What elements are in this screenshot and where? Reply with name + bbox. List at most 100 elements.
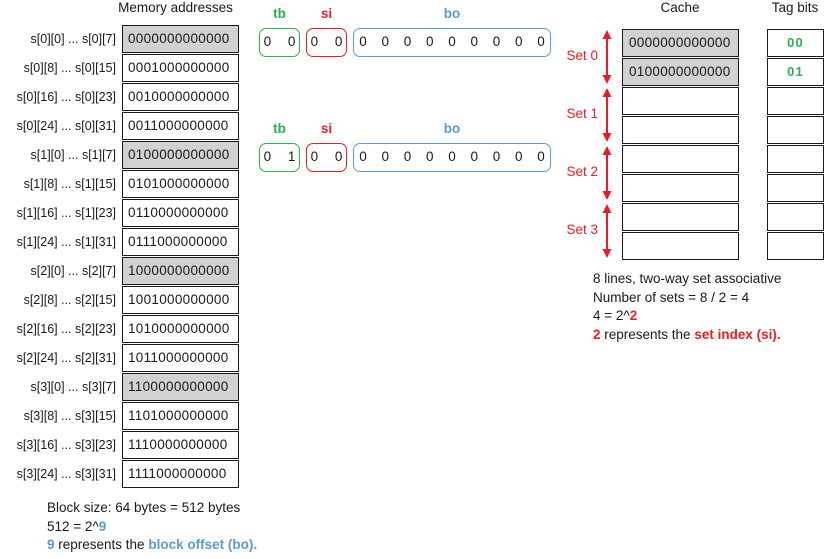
memory-row-label: s[2][8] ... s[2][15] <box>23 293 116 307</box>
memory-table-row: s[0][0] ... s[0][7] 0000000000000 <box>6 25 239 54</box>
memory-addresses-title: Memory addresses <box>118 0 233 15</box>
block-offset-field-label: bo <box>443 121 461 136</box>
note-line: 4 = 2^2 <box>593 307 781 326</box>
double-arrow-icon <box>602 146 612 200</box>
memory-table-row: s[3][0] ... s[3][7]1100000000000 <box>6 373 239 402</box>
note-line: 512 = 2^9 <box>47 518 257 537</box>
set-index-field-label: si <box>320 6 333 21</box>
note-highlight: 2 <box>593 326 601 342</box>
memory-row-label: s[3][8] ... s[3][15] <box>23 409 116 423</box>
memory-address-cell: 1111000000000 <box>122 460 239 488</box>
memory-address-cell: 1010000000000 <box>122 315 239 343</box>
double-arrow-icon <box>602 88 612 142</box>
set-range-arrow <box>601 88 613 142</box>
memory-table-row: s[1][16] ... s[1][23] 0110000000000 <box>6 199 239 228</box>
cache-title: Cache <box>660 0 700 15</box>
tag-bits-cell: 00 <box>767 29 824 57</box>
memory-table-row: s[2][0] ... s[2][7] 1000000000000 <box>6 257 239 286</box>
cache-line-cell <box>622 174 739 202</box>
cache-line-cell: 0000000000000 <box>622 29 739 57</box>
memory-table-row: s[2][24] ... s[2][31] 1011000000000 <box>6 344 239 373</box>
memory-table-row: s[1][8] ... s[1][15]0101000000000 <box>6 170 239 199</box>
tag-bits-cell <box>767 203 824 231</box>
note-highlight: 9 <box>47 537 55 552</box>
set-label: Set 2 <box>566 164 598 179</box>
memory-address-cell: 0001000000000 <box>122 54 239 82</box>
memory-address-cell: 0100000000000 <box>122 141 239 169</box>
double-arrow-icon <box>602 30 612 84</box>
tag-bits-cell <box>767 87 824 115</box>
memory-row-label: s[2][24] ... s[2][31] <box>16 351 116 365</box>
memory-table-row: s[0][8] ... s[0][15]0001000000000 <box>6 54 239 83</box>
note-line: 2 represents the set index (si). <box>593 326 781 345</box>
tag-bits-cell <box>767 116 824 144</box>
memory-address-cell: 0010000000000 <box>122 83 239 111</box>
tag-bits-cell <box>767 174 824 202</box>
set-index-field-label: si <box>320 121 333 136</box>
note-line: 8 lines, two-way set associative <box>593 271 782 286</box>
cache-line-cell <box>622 203 739 231</box>
memory-row-label: s[0][16] ... s[0][23] <box>16 90 116 104</box>
set-associativity-notes: 8 lines, two-way set associative Number … <box>593 270 781 344</box>
note-text: represents the <box>54 537 149 552</box>
memory-row-label: s[1][24] ... s[1][31] <box>16 235 116 249</box>
memory-table-row: s[2][16] ... s[2][23] 1010000000000 <box>6 315 239 344</box>
set-label: Set 3 <box>566 222 598 237</box>
memory-address-cell: 0000000000000 <box>122 25 239 53</box>
memory-table-row: s[1][0] ... s[1][7] 0100000000000 <box>6 141 239 170</box>
memory-address-cell: 0111000000000 <box>122 228 239 256</box>
memory-address-cell: 1011000000000 <box>122 344 239 372</box>
memory-address-cell: 0110000000000 <box>122 199 239 227</box>
memory-row-label: s[1][0] ... s[1][7] <box>30 148 116 162</box>
tag-bits-cell <box>767 232 824 260</box>
note-text: 512 = 2^ <box>47 518 99 534</box>
double-arrow-icon <box>602 204 612 258</box>
block-offset-field-label: bo <box>443 6 461 21</box>
memory-table-row: s[2][8] ... s[2][15] 1001000000000 <box>6 286 239 315</box>
block-offset-field-box: 0 0 0 0 0 0 0 0 0 <box>353 28 551 57</box>
block-offset-field-box: 0 0 0 0 0 0 0 0 0 <box>353 143 551 172</box>
set-label: Set 1 <box>566 106 598 121</box>
block-offset-notes: Block size: 64 bytes = 512 bytes 512 = 2… <box>47 499 257 555</box>
cache-line-cell <box>622 116 739 144</box>
memory-row-label: s[1][16] ... s[1][23] <box>16 206 116 220</box>
set-label: Set 0 <box>566 48 598 63</box>
cache-line-cell <box>622 145 739 173</box>
note-highlight: block offset (bo). <box>148 537 258 552</box>
note-line: Block size: 64 bytes = 512 bytes <box>47 500 241 515</box>
cache-line-cell: 0100000000000 <box>622 58 739 86</box>
note-highlight: 9 <box>98 518 107 534</box>
tag-bits-cell <box>767 145 824 173</box>
memory-table-row: s[3][8] ... s[3][15] 1101000000000 <box>6 402 239 431</box>
memory-table-row: s[1][24] ... s[1][31] 0111000000000 <box>6 228 239 257</box>
set-range-arrow <box>601 204 613 258</box>
tag-bits-field-label: tb <box>273 121 286 136</box>
memory-address-cell: 1101000000000 <box>122 402 239 430</box>
memory-address-cell: 1110000000000 <box>122 431 239 459</box>
memory-row-label: s[0][0] ... s[0][7] <box>30 32 116 46</box>
memory-row-label: s[0][24] ... s[0][31] <box>16 119 116 133</box>
memory-address-cell: 1000000000000 <box>122 257 239 285</box>
memory-address-cell: 1100000000000 <box>122 373 239 401</box>
set-index-field-box: 0 0 <box>306 28 347 57</box>
memory-table-row: s[0][16] ... s[0][23] 0010000000000 <box>6 83 239 112</box>
set-range-arrow <box>601 146 613 200</box>
tag-bits-field-box: 0 0 <box>259 28 300 57</box>
set-index-field-box: 0 0 <box>306 143 347 172</box>
memory-address-cell: 0011000000000 <box>122 112 239 140</box>
tag-bits-title: Tag bits <box>771 0 819 15</box>
memory-table-row: s[0][24] ... s[0][31] 0011000000000 <box>6 112 239 141</box>
cache-line-cell <box>622 232 739 260</box>
memory-row-label: s[2][16] ... s[2][23] <box>16 322 116 336</box>
memory-row-label: s[3][16] ... s[3][23] <box>16 438 116 452</box>
note-text: represents the <box>600 326 695 342</box>
memory-address-cell: 0101000000000 <box>122 170 239 198</box>
memory-table-row: s[3][16] ... s[3][23] 1110000000000 <box>6 431 239 460</box>
tag-bits-cell: 01 <box>767 58 824 86</box>
note-line: Number of sets = 8 / 2 = 4 <box>593 289 750 305</box>
memory-address-cell: 1001000000000 <box>122 286 239 314</box>
note-line: 9 represents the block offset (bo). <box>47 536 257 555</box>
memory-table-row: s[3][24] ... s[3][31]1111000000000 <box>6 460 239 489</box>
memory-row-label: s[2][0] ... s[2][7] <box>30 264 116 278</box>
